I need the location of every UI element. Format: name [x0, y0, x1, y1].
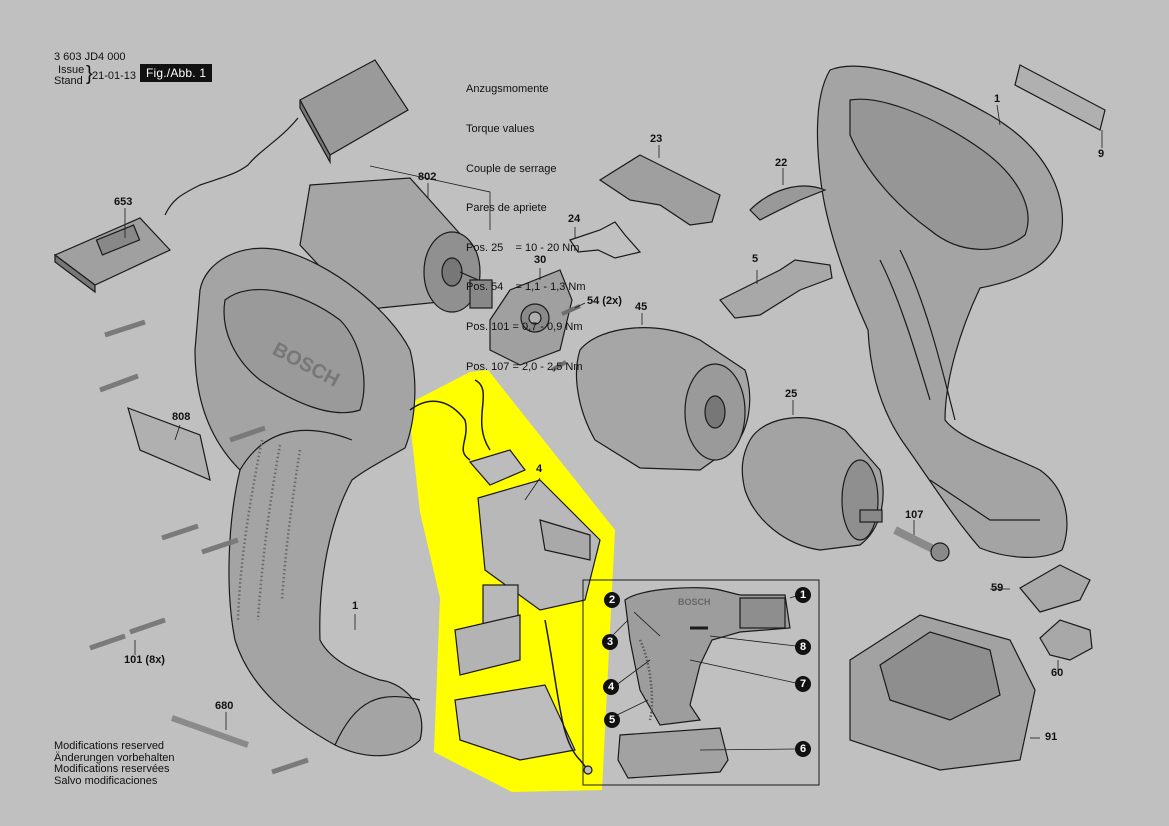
part-label-23: 23 [650, 133, 663, 145]
torque-line: Torque values [466, 123, 535, 136]
overview-number-3: 3 [602, 634, 618, 650]
torque-line: Pos. 101 = 0,7 - 0,9 Nm [466, 321, 583, 334]
overview-number-6: 6 [795, 741, 811, 757]
torque-line: Pos. 107 = 2,0 - 2,5 Nm [466, 360, 583, 373]
part-label-24: 24 [568, 213, 581, 225]
overview-drill-drawing: BOSCH [611, 587, 797, 779]
part-59 [1019, 564, 1091, 613]
overview-number-7: 7 [795, 676, 811, 692]
torque-line: Pos. 25 = 10 - 20 Nm [466, 241, 580, 254]
mods-line: Änderungen vorbehalten [54, 751, 175, 764]
part-label-30: 30 [534, 254, 547, 266]
part-label-45: 45 [635, 301, 648, 313]
screw-107 [893, 526, 937, 554]
housing-right-1 [816, 64, 1106, 558]
housing-left-1: BOSCH [194, 247, 423, 757]
issue-date: 21-01-13 [92, 70, 137, 82]
part-label-59: 59 [991, 582, 1004, 594]
battery-91 [849, 614, 1036, 771]
part-label-22: 22 [775, 157, 788, 169]
screws-101 [89, 319, 309, 775]
charger-653 [53, 59, 409, 294]
part-5 [719, 259, 833, 319]
part-808 [127, 407, 211, 482]
torque-values: Anzugsmomente Torque values Couple de se… [466, 57, 586, 387]
figure-label: Fig./Abb. 1 [140, 64, 213, 82]
part-label-91: 91 [1045, 731, 1058, 743]
part-label-653: 653 [114, 196, 133, 208]
part-60 [1039, 619, 1093, 661]
part-22 [749, 185, 827, 221]
overview-inset-box [582, 579, 820, 786]
bit-680 [170, 715, 250, 748]
overview-number-5: 5 [604, 712, 620, 728]
overview-number-4: 4 [603, 679, 619, 695]
part-24 [569, 221, 642, 259]
part-label-808: 808 [172, 411, 191, 423]
part-label-1-right: 1 [994, 93, 1001, 105]
mods-line: Modifications reservées [54, 763, 170, 775]
part-23 [598, 154, 721, 226]
overview-number-1: 1 [795, 587, 811, 603]
torque-line: Pos. 54 = 1,1 - 1,3 Nm [466, 281, 586, 294]
brace-glyph: } [86, 63, 93, 85]
part-label-101: 101 (8x) [124, 654, 165, 666]
part-label-60: 60 [1051, 667, 1064, 679]
switch-assembly-4 [409, 379, 601, 775]
torque-line: Pares de apriete [466, 202, 547, 215]
part-30 [489, 269, 573, 366]
doc-number: 3 603 JD4 000 [54, 51, 126, 63]
mods-line: Modifications reserved [54, 740, 165, 752]
modifications-notice: Modifications reserved Änderungen vorbeh… [54, 740, 175, 787]
part-label-25: 25 [785, 388, 798, 400]
part-label-107: 107 [905, 509, 924, 521]
motor-802 [299, 165, 493, 313]
part-label-680: 680 [215, 700, 234, 712]
chuck-25 [741, 417, 884, 551]
part-label-4: 4 [536, 463, 543, 475]
mods-line: Salvo modificaciones [54, 774, 158, 787]
svg-text:BOSCH: BOSCH [678, 597, 711, 607]
gearbox-45 [575, 327, 751, 471]
leader-lines [124, 104, 1103, 739]
issue-label: Issue [58, 64, 85, 76]
overview-number-2: 2 [604, 592, 620, 608]
part-label-1-left: 1 [352, 600, 359, 612]
stand-label: Stand [54, 75, 83, 87]
part-label-9: 9 [1098, 148, 1105, 160]
torque-line: Anzugsmomente [466, 83, 549, 96]
part-label-54: 54 (2x) [587, 295, 622, 307]
part-label-802: 802 [418, 171, 437, 183]
overview-number-8: 8 [795, 639, 811, 655]
torque-line: Couple de serrage [466, 162, 557, 175]
part-label-5: 5 [752, 253, 759, 265]
